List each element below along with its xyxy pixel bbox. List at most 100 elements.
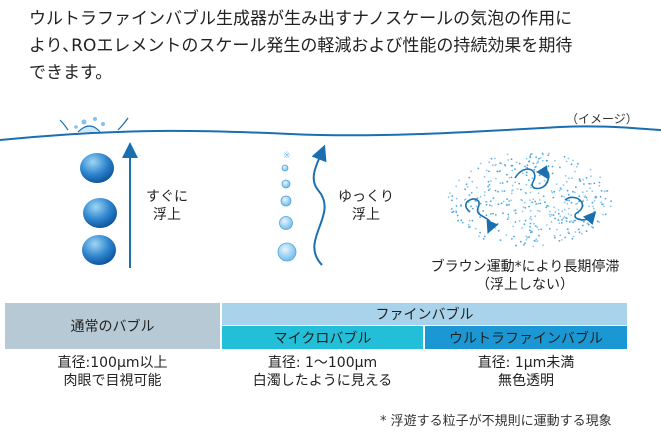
particle-dot: [468, 176, 471, 179]
particle-dot: [543, 179, 546, 182]
particle-dot: [474, 227, 477, 230]
ultra-desc-line-1: 直径: 1μm未満: [477, 355, 575, 371]
particle-dot: [506, 180, 509, 183]
particle-dot: [525, 235, 528, 238]
particle-dot: [551, 191, 554, 194]
particle-dot: [595, 195, 597, 198]
particle-dot: [508, 203, 510, 206]
particle-dot: [514, 181, 516, 184]
particle-dot: [598, 184, 601, 187]
particle-dot: [545, 206, 548, 209]
particle-dot: [583, 183, 585, 185]
particle-dot: [451, 211, 453, 214]
particle-dot: [489, 188, 491, 190]
particle-dot: [598, 221, 601, 224]
particle-dot: [577, 228, 580, 231]
particle-dot: [450, 208, 453, 211]
particle-dot: [578, 231, 581, 234]
particle-dot: [529, 199, 531, 202]
particle-dot: [489, 200, 492, 202]
particle-dot: [576, 208, 579, 211]
particle-dot: [587, 223, 590, 226]
particle-dot: [548, 213, 551, 216]
particle-dot: [492, 197, 495, 199]
particle-dot: [455, 185, 458, 188]
particle-dot: [528, 236, 530, 238]
micro-motion-line-1: ゆっくり: [338, 189, 394, 205]
particle-dot: [592, 226, 594, 229]
particle-dot: [568, 177, 570, 180]
particle-dot: [552, 196, 555, 199]
particle-dot: [510, 199, 513, 202]
particle-dot: [525, 238, 528, 241]
particle-dot: [563, 208, 566, 211]
particle-dot: [516, 188, 519, 190]
particle-dot: [487, 180, 490, 183]
particle-dot: [507, 159, 510, 161]
particle-dot: [511, 184, 514, 187]
bubble-illustration: ※: [0, 117, 661, 268]
particle-dot: [494, 227, 497, 229]
particle-dot: [578, 195, 581, 198]
particle-dot: [537, 192, 540, 194]
particle-dot: [532, 245, 535, 248]
particle-dot: [468, 194, 471, 196]
particle-dot: [529, 155, 531, 157]
particle-dot: [464, 188, 466, 191]
particle-dot: [482, 238, 485, 240]
particle-dot: [535, 240, 537, 243]
particle-dot: [554, 217, 556, 220]
particle-dot: [530, 186, 532, 189]
particle-dot: [535, 225, 537, 227]
particle-dot: [510, 192, 513, 195]
particle-dot: [535, 156, 538, 159]
particle-dot: [485, 214, 488, 217]
particle-dot: [557, 212, 560, 215]
particle-dot: [494, 157, 496, 160]
particle-dot: [502, 200, 505, 203]
particle-dot: [464, 198, 467, 201]
particle-dot: [505, 234, 508, 236]
ultra-desc-line-2: 無色透明: [498, 373, 554, 389]
particle-dot: [519, 188, 522, 191]
particle-dot: [535, 238, 538, 241]
svg-text:※: ※: [283, 151, 291, 161]
particle-dot: [535, 203, 538, 205]
particle-dot: [565, 180, 568, 183]
intro-line-1: ウルトラファインバブル生成器が生み出すナノスケールの気泡の作用に: [29, 9, 573, 29]
particle-dot: [563, 216, 566, 218]
particle-dot: [522, 206, 525, 208]
ultrafine-bubble-desc: 直径: 1μm未満 無色透明: [425, 354, 627, 390]
normal-motion-line-1: すぐに: [146, 189, 188, 205]
particle-dot: [487, 189, 490, 192]
rise-slow-arrow: [311, 144, 327, 266]
particle-dot: [606, 190, 609, 192]
particle-dot: [478, 235, 480, 238]
particle-dot: [561, 210, 564, 213]
particle-dot: [468, 226, 470, 229]
particle-dot: [586, 222, 589, 225]
particle-dot: [524, 206, 527, 209]
particle-dot: [539, 157, 542, 159]
particle-dot: [455, 205, 458, 207]
normal-bubbles: [80, 153, 117, 265]
particle-dot: [588, 205, 590, 208]
particle-dot: [532, 198, 535, 201]
particle-dot: [572, 221, 574, 224]
particle-dot: [511, 189, 513, 192]
particle-dot: [479, 231, 481, 234]
particle-dot: [590, 225, 593, 228]
particle-dot: [470, 205, 472, 208]
normal-motion-line-2: 浮上: [153, 207, 181, 223]
particle-dot: [538, 157, 540, 160]
particle-dot: [456, 214, 459, 217]
particle-dot: [524, 242, 526, 245]
particle-dot: [477, 167, 480, 170]
particle-dot: [575, 186, 577, 189]
particle-dot: [601, 203, 604, 206]
particle-dot: [525, 171, 528, 174]
particle-dot: [514, 168, 516, 170]
particle-dot: [567, 193, 570, 196]
particle-dot: [487, 185, 489, 188]
particle-dot: [536, 226, 539, 229]
